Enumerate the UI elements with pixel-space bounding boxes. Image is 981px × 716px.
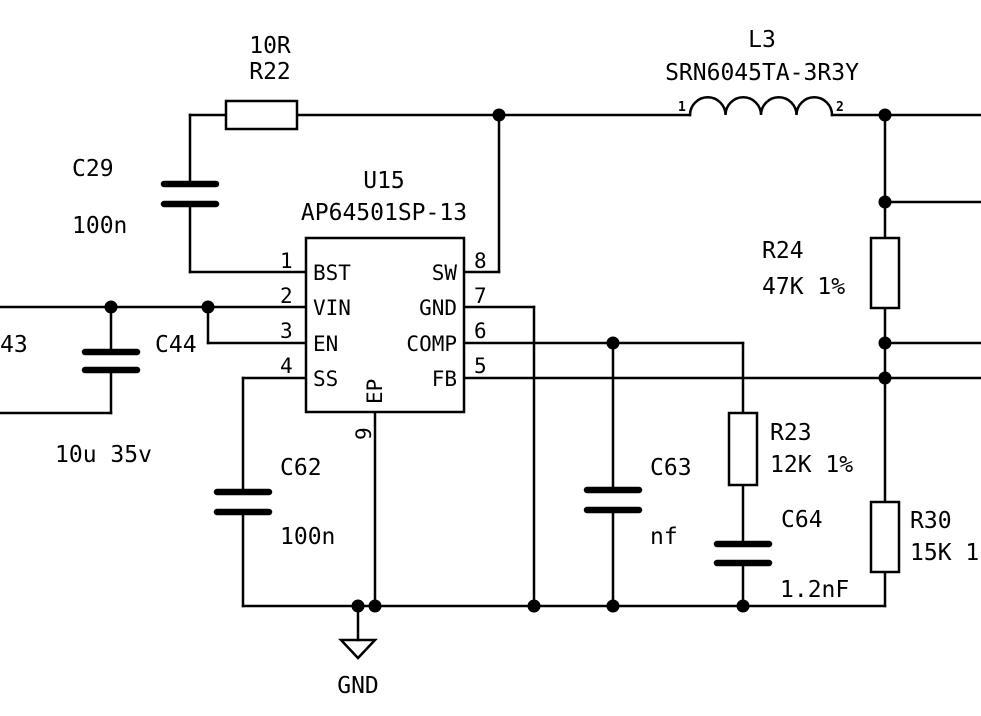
pin7-number: 7 [474, 284, 487, 308]
r23-resistor [727, 411, 759, 487]
c44-capacitor [81, 348, 141, 374]
c62-value: 100n [280, 524, 335, 550]
c62-ref: C62 [280, 455, 322, 481]
junctions [104, 108, 892, 613]
pin1-name: BST [313, 261, 351, 285]
pin4-name: SS [313, 367, 338, 391]
c44-ref: C44 [155, 332, 197, 358]
r24-value: 47K 1% [762, 274, 845, 300]
pin9-name: EP [363, 379, 387, 404]
pin6-name: COMP [406, 332, 457, 356]
r24-ref: R24 [762, 238, 804, 264]
l3-pin1-number: 1 [678, 100, 686, 115]
pin8-number: 8 [474, 249, 487, 273]
c44-value: 10u 35v [55, 442, 152, 468]
r22-ref: R22 [249, 59, 291, 85]
c29-ref: C29 [72, 156, 114, 182]
r30-ref: R30 [910, 508, 952, 534]
pin3-number: 3 [280, 319, 293, 343]
r24-resistor [869, 236, 901, 310]
pin9-number: 9 [352, 427, 376, 440]
c64-capacitor [713, 540, 773, 567]
r22-value: 10R [249, 33, 291, 59]
c62-capacitor [213, 488, 273, 516]
gnd-label: GND [337, 673, 379, 699]
u15-ref: U15 [363, 168, 405, 194]
r23-value: 12K 1% [770, 452, 853, 478]
pin1-number: 1 [280, 249, 293, 273]
r23-ref: R23 [770, 420, 812, 446]
l3-ref: L3 [748, 27, 776, 53]
l3-pin2-number: 2 [836, 100, 844, 115]
l3-inductor [688, 96, 834, 117]
pin5-number: 5 [474, 354, 487, 378]
wires [0, 113, 981, 660]
pin8-name: SW [432, 261, 458, 285]
pin7-name: GND [419, 296, 457, 320]
pin5-name: FB [432, 367, 457, 391]
c63-ref: C63 [650, 455, 692, 481]
l3-part: SRN6045TA-3R3Y [665, 60, 859, 86]
c63-capacitor [583, 486, 643, 514]
c29-capacitor [160, 180, 220, 208]
u15-part: AP64501SP-13 [301, 200, 467, 226]
c43-partial-ref: 43 [0, 332, 28, 358]
pin4-number: 4 [280, 354, 293, 378]
u15-ic-body [304, 236, 466, 414]
r22-resistor [224, 99, 299, 131]
pin6-number: 6 [474, 319, 487, 343]
c64-value: 1.2nF [780, 577, 849, 603]
c29-value: 100n [72, 213, 127, 239]
pin3-name: EN [313, 332, 338, 356]
pin2-number: 2 [280, 284, 293, 308]
r30-value: 15K 1 [910, 540, 979, 566]
r30-resistor [869, 500, 901, 574]
c64-ref: C64 [781, 507, 823, 533]
pin2-name: VIN [313, 296, 351, 320]
c63-value: nf [650, 524, 678, 550]
